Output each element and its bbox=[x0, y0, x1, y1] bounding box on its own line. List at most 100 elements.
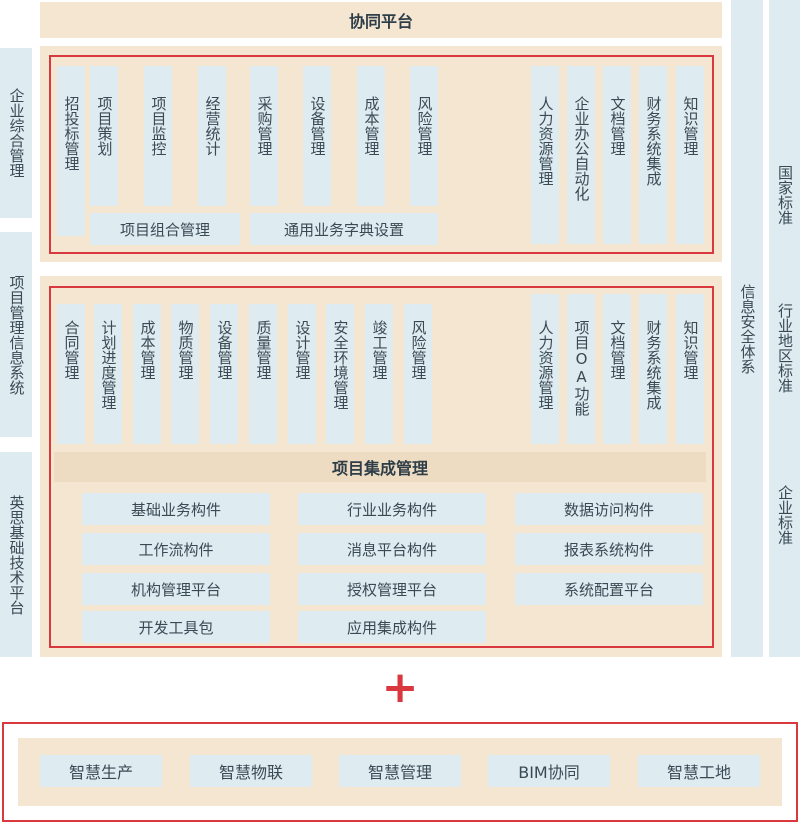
component-app-integration-text: 应用集成构件 bbox=[346, 618, 437, 637]
module-business-stats: 经营统计 bbox=[198, 66, 226, 206]
component-messaging: 消息平台构件 bbox=[298, 533, 486, 565]
module-project-risk: 风险管理 bbox=[404, 304, 432, 444]
component-dev-toolkit: 开发工具包 bbox=[82, 611, 270, 643]
enterprise-section-frame bbox=[49, 55, 714, 254]
module-office-automation: 企业办公自动化 bbox=[567, 66, 595, 244]
collaboration-platform-bar: 协同平台 bbox=[40, 2, 722, 38]
left-label-enterprise-text: 企业综合管理 bbox=[7, 88, 26, 178]
component-basic-business-text: 基础业务构件 bbox=[130, 500, 221, 519]
module-equipment: 设备管理 bbox=[303, 66, 331, 206]
module-design: 设计管理 bbox=[288, 304, 316, 444]
plus-symbol: + bbox=[381, 662, 419, 713]
module-document-text: 文档管理 bbox=[608, 96, 627, 156]
portfolio-mgmt-text: 项目组合管理 bbox=[119, 220, 210, 239]
component-industry-business-text: 行业业务构件 bbox=[346, 500, 437, 519]
smart-item-site-text: 智慧工地 bbox=[666, 763, 731, 782]
module-project-finance-text: 财务系统集成 bbox=[644, 320, 663, 410]
module-completion: 竣工管理 bbox=[365, 304, 393, 444]
component-system-config-text: 系统配置平台 bbox=[563, 580, 654, 599]
module-project-document-text: 文档管理 bbox=[608, 320, 627, 380]
module-business-stats-text: 经营统计 bbox=[203, 96, 222, 156]
module-office-automation-text: 企业办公自动化 bbox=[572, 96, 591, 201]
dictionary-settings-box: 通用业务字典设置 bbox=[250, 213, 438, 245]
module-document: 文档管理 bbox=[603, 66, 631, 244]
standard-enterprise-text: 企业标准 bbox=[776, 485, 794, 545]
module-design-text: 设计管理 bbox=[293, 320, 312, 380]
standard-industry: 行业地区标准 bbox=[769, 285, 800, 410]
plus-icon: + bbox=[380, 662, 420, 713]
component-data-access-text: 数据访问构件 bbox=[563, 500, 654, 519]
component-workflow: 工作流构件 bbox=[82, 533, 270, 565]
standards-column bbox=[769, 0, 800, 657]
info-security-label: 信息安全体系 bbox=[738, 283, 757, 374]
component-system-config: 系统配置平台 bbox=[515, 573, 703, 605]
module-project-hr: 人力资源管理 bbox=[531, 294, 559, 444]
module-project-oa-text: 项目OA功能 bbox=[572, 320, 591, 416]
module-completion-text: 竣工管理 bbox=[370, 320, 389, 380]
module-schedule-text: 计划进度管理 bbox=[99, 320, 118, 410]
module-procurement: 采购管理 bbox=[250, 66, 278, 206]
dictionary-settings-text: 通用业务字典设置 bbox=[283, 220, 404, 239]
module-schedule: 计划进度管理 bbox=[94, 304, 122, 444]
module-finance: 财务系统集成 bbox=[639, 66, 667, 244]
module-risk: 风险管理 bbox=[410, 66, 438, 206]
module-safety-env-text: 安全环境管理 bbox=[331, 320, 350, 410]
smart-section-frame bbox=[2, 722, 798, 822]
module-project-equipment: 设备管理 bbox=[210, 304, 238, 444]
module-safety-env: 安全环境管理 bbox=[326, 304, 354, 444]
module-hr-text: 人力资源管理 bbox=[536, 96, 555, 186]
project-integration-bar: 项目集成管理 bbox=[54, 452, 706, 482]
info-security-column: 信息安全体系 bbox=[731, 0, 763, 657]
smart-item-site: 智慧工地 bbox=[638, 755, 760, 787]
left-label-pmis: 项目管理信息系统 bbox=[0, 232, 32, 437]
module-project-planning: 项目策划 bbox=[90, 66, 118, 206]
standard-industry-text: 行业地区标准 bbox=[776, 302, 794, 393]
module-project-risk-text: 风险管理 bbox=[409, 320, 428, 380]
module-contract-text: 合同管理 bbox=[62, 320, 81, 380]
component-app-integration: 应用集成构件 bbox=[298, 611, 486, 643]
module-material: 物质管理 bbox=[171, 304, 199, 444]
module-project-monitoring-text: 项目监控 bbox=[149, 96, 168, 156]
smart-item-iot: 智慧物联 bbox=[190, 755, 312, 787]
module-project-document: 文档管理 bbox=[603, 294, 631, 444]
project-section-frame bbox=[49, 286, 714, 648]
module-project-planning-text: 项目策划 bbox=[95, 96, 114, 156]
left-label-pmis-text: 项目管理信息系统 bbox=[7, 274, 26, 395]
project-integration-label: 项目集成管理 bbox=[331, 459, 428, 478]
component-data-access: 数据访问构件 bbox=[515, 493, 703, 525]
module-project-finance: 财务系统集成 bbox=[639, 294, 667, 444]
component-dev-toolkit-text: 开发工具包 bbox=[138, 618, 214, 637]
module-bidding-mgmt-text: 招投标管理 bbox=[62, 96, 81, 171]
module-contract: 合同管理 bbox=[57, 304, 85, 444]
module-quality: 质量管理 bbox=[249, 304, 277, 444]
module-project-monitoring: 项目监控 bbox=[144, 66, 172, 206]
left-label-platform: 英思基础技术平台 bbox=[0, 452, 32, 657]
smart-item-production: 智慧生产 bbox=[40, 755, 162, 787]
module-equipment-text: 设备管理 bbox=[308, 96, 327, 156]
component-auth-mgmt-text: 授权管理平台 bbox=[346, 580, 437, 599]
component-messaging-text: 消息平台构件 bbox=[346, 540, 437, 559]
component-industry-business: 行业业务构件 bbox=[298, 493, 486, 525]
module-cost-text: 成本管理 bbox=[362, 96, 381, 156]
module-hr: 人力资源管理 bbox=[531, 66, 559, 244]
component-report-system-text: 报表系统构件 bbox=[563, 540, 654, 559]
module-risk-text: 风险管理 bbox=[415, 96, 434, 156]
module-finance-text: 财务系统集成 bbox=[644, 96, 663, 186]
portfolio-mgmt-box: 项目组合管理 bbox=[90, 213, 240, 245]
module-project-hr-text: 人力资源管理 bbox=[536, 320, 555, 410]
smart-item-iot-text: 智慧物联 bbox=[218, 763, 283, 782]
left-label-enterprise: 企业综合管理 bbox=[0, 48, 32, 218]
module-material-text: 物质管理 bbox=[176, 320, 195, 380]
standard-national-text: 国家标准 bbox=[776, 165, 794, 225]
module-bidding-mgmt: 招投标管理 bbox=[57, 66, 85, 236]
module-project-equipment-text: 设备管理 bbox=[215, 320, 234, 380]
collaboration-platform-label: 协同平台 bbox=[348, 12, 413, 31]
smart-item-management: 智慧管理 bbox=[339, 755, 461, 787]
left-label-platform-text: 英思基础技术平台 bbox=[7, 494, 26, 615]
module-knowledge-text: 知识管理 bbox=[681, 96, 700, 156]
component-org-mgmt: 机构管理平台 bbox=[82, 573, 270, 605]
smart-item-bim-text: BIM协同 bbox=[518, 763, 580, 782]
component-report-system: 报表系统构件 bbox=[515, 533, 703, 565]
component-auth-mgmt: 授权管理平台 bbox=[298, 573, 486, 605]
module-project-cost: 成本管理 bbox=[133, 304, 161, 444]
